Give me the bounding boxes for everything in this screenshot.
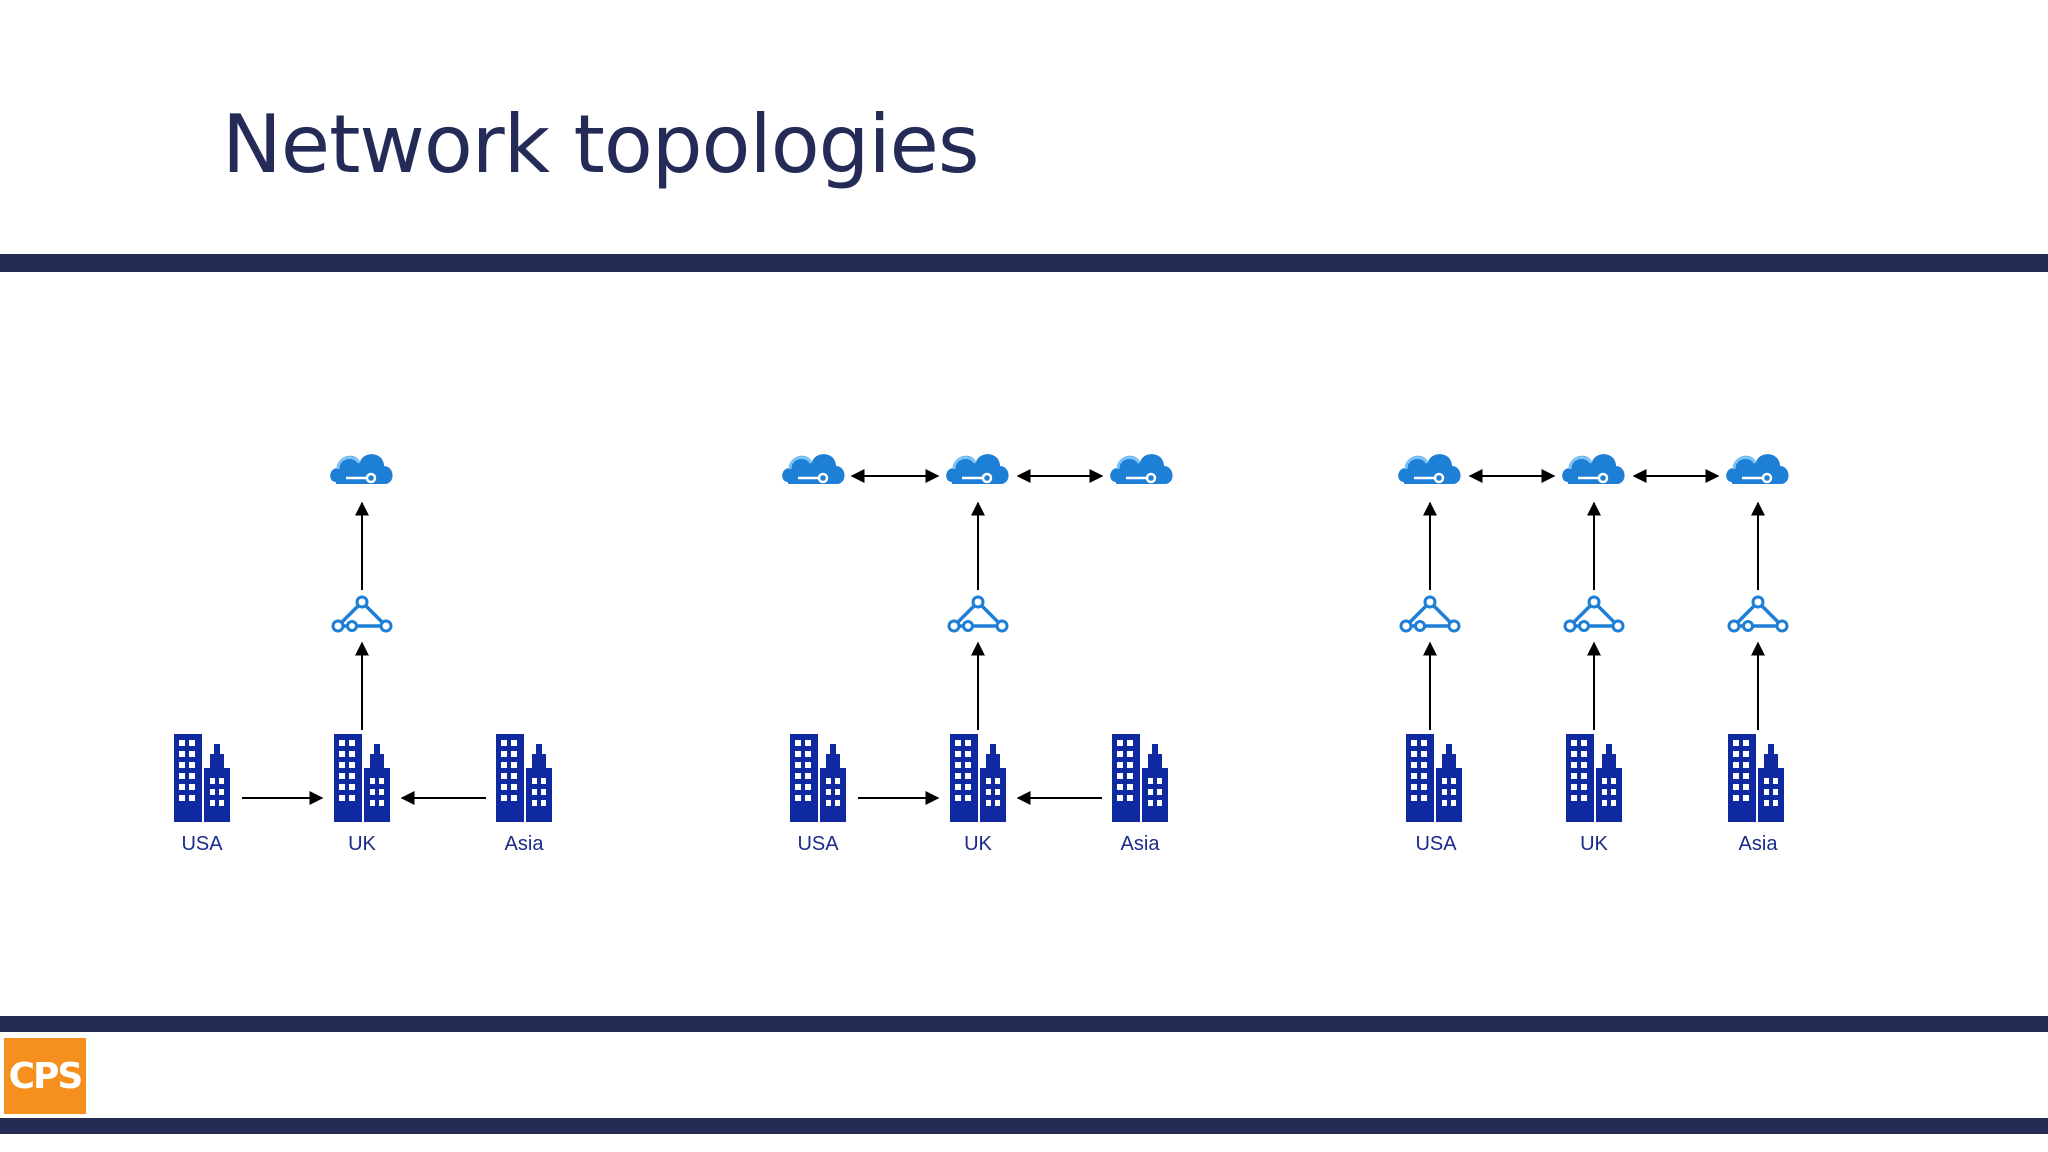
topology-distributed: USA UK Asia — [1396, 452, 1791, 855]
network-gateway-icon — [1727, 595, 1789, 633]
logo-text: CPS — [8, 1055, 84, 1097]
site-label: UK — [1580, 833, 1608, 855]
site-label: USA — [797, 833, 839, 855]
site-label: USA — [1415, 833, 1457, 855]
network-gateway-icon — [1563, 595, 1625, 633]
office-building-icon — [950, 734, 1006, 822]
office-building-icon — [1566, 734, 1622, 822]
network-gateway-icon — [1399, 595, 1461, 633]
network-gateway-icon — [331, 595, 393, 633]
topology-hub-multi-cloud: USA UK Asia — [780, 452, 1175, 855]
office-building-icon — [334, 734, 390, 822]
site-label: Asia — [1121, 833, 1161, 855]
slide-title: Network topologies — [222, 98, 980, 191]
topology-hub: USA UK Asia — [174, 452, 552, 855]
office-building-icon — [790, 734, 846, 822]
office-building-icon — [174, 734, 230, 822]
cloud-icon — [1108, 452, 1175, 486]
site-label: UK — [348, 833, 376, 855]
office-building-icon — [1728, 734, 1784, 822]
bottom-divider-bar — [0, 1016, 2048, 1032]
office-building-icon — [1112, 734, 1168, 822]
site-label: Asia — [505, 833, 545, 855]
footer-bar — [0, 1118, 2048, 1134]
cloud-icon — [1396, 452, 1463, 486]
cloud-icon — [328, 452, 395, 486]
cps-logo: CPS — [4, 1038, 86, 1114]
site-label: UK — [964, 833, 992, 855]
site-label: USA — [181, 833, 223, 855]
cloud-icon — [1724, 452, 1791, 486]
cloud-icon — [1560, 452, 1627, 486]
office-building-icon — [496, 734, 552, 822]
cloud-icon — [780, 452, 847, 486]
network-gateway-icon — [947, 595, 1009, 633]
top-divider-bar — [0, 254, 2048, 272]
office-building-icon — [1406, 734, 1462, 822]
site-label: Asia — [1739, 833, 1779, 855]
cloud-icon — [944, 452, 1011, 486]
